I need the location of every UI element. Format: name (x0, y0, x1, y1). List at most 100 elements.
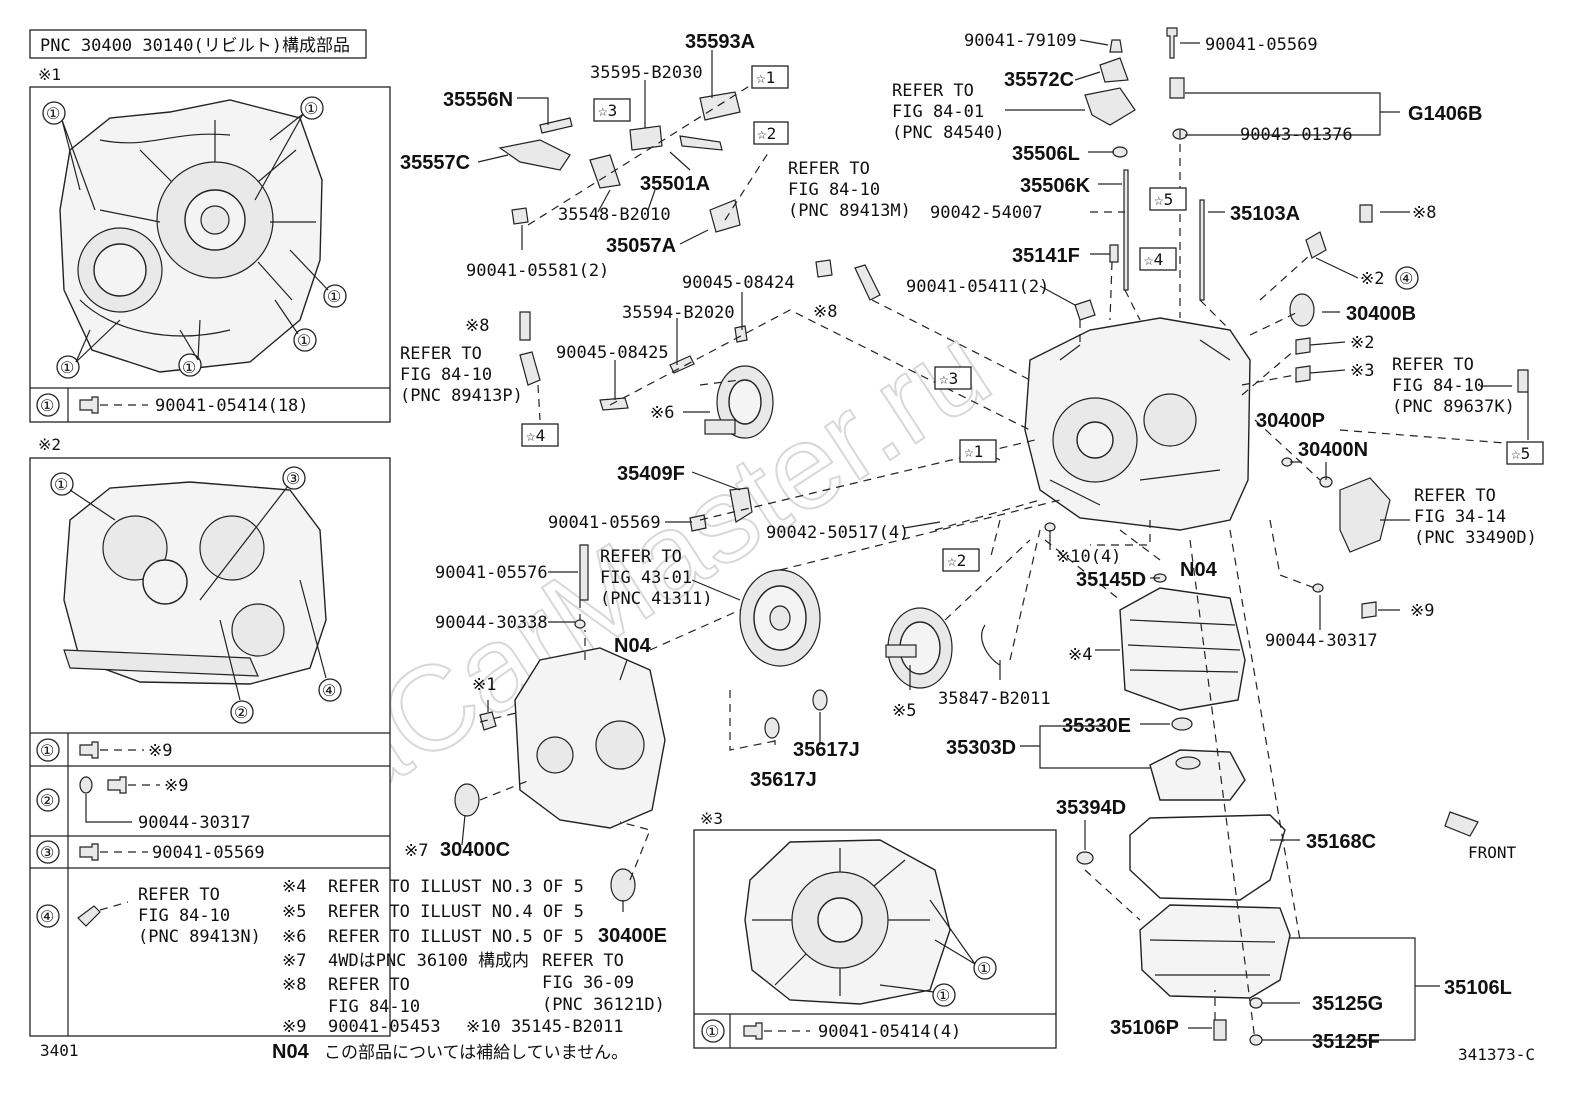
oil-pan (1139, 904, 1291, 999)
svg-text:REFER TO ILLUST NO.5 OF 5: REFER TO ILLUST NO.5 OF 5 (328, 927, 584, 947)
svg-text:④: ④ (40, 907, 54, 926)
bolt (1169, 77, 1185, 99)
svg-text:※10 35145-B2011: ※10 35145-B2011 (466, 1017, 624, 1037)
label-30400E: 30400E (598, 925, 667, 947)
svg-text:※6: ※6 (282, 927, 306, 947)
label-m3-d: ※3 (1350, 361, 1374, 381)
svg-text:FIG 43-01: FIG 43-01 (600, 568, 692, 588)
svg-text:☆4: ☆4 (1144, 250, 1163, 269)
label-90042-54007: 90042-54007 (930, 203, 1043, 223)
svg-text:①: ① (705, 1022, 719, 1041)
svg-text:(PNC 89413N): (PNC 89413N) (138, 927, 261, 947)
star-markers: ☆1 ☆2 ☆3 ☆4 ☆3 ☆1 ☆2 ☆5 ☆4 ☆5 (521, 65, 1544, 572)
label-35141F: 35141F (1012, 245, 1080, 267)
svg-text:REFER TO: REFER TO (1392, 355, 1474, 375)
valve-body (1119, 587, 1246, 711)
oring-35330E (1171, 717, 1193, 731)
label-35501A: 35501A (640, 173, 710, 195)
svg-text:FIG 84-10: FIG 84-10 (328, 997, 420, 1017)
label-35125F: 35125F (1312, 1031, 1380, 1053)
callouts-1: ① ① ① ① ① ① (42, 96, 347, 379)
svg-text:①: ① (297, 331, 311, 350)
label-30400C: 30400C (440, 839, 510, 861)
label-90042-50517: 90042-50517(4) (766, 523, 909, 543)
label-35557C: 35557C (400, 152, 470, 174)
label-35617J-a: 35617J (750, 769, 817, 791)
label-front: FRONT (1468, 843, 1517, 862)
label-35409F: 35409F (617, 463, 685, 485)
svg-text:☆1: ☆1 (756, 68, 775, 87)
label-30400P: 30400P (1256, 410, 1325, 432)
oil-seal-30400C (454, 783, 480, 817)
oring-35617J-a (764, 717, 780, 739)
svg-text:④: ④ (322, 681, 336, 700)
part-labels: 35593A 35595-B2030 35556N 35557C 35501A … (400, 31, 1537, 1053)
label-35125G: 35125G (1312, 993, 1383, 1015)
svg-text:②: ② (40, 791, 54, 810)
pan-gasket (1129, 814, 1286, 901)
svg-text:(PNC 89413M): (PNC 89413M) (788, 201, 911, 221)
svg-text:※9: ※9 (282, 1017, 306, 1037)
svg-text:REFER TO: REFER TO (400, 344, 482, 364)
notes: ※4 REFER TO ILLUST NO.3 OF 5 ※5 REFER TO… (272, 877, 665, 1063)
bolt (1109, 39, 1123, 53)
label-35548-B2010: 35548-B2010 (558, 205, 671, 225)
label-m9: ※9 (1410, 601, 1434, 621)
svg-text:(PNC 89413P): (PNC 89413P) (400, 386, 523, 406)
oil-strainer (1149, 749, 1246, 801)
svg-text:④: ④ (1399, 269, 1413, 288)
svg-text:①: ① (977, 959, 991, 978)
svg-text:①: ① (327, 287, 341, 306)
label-m8-c: ※8 (1412, 203, 1436, 223)
label-35106L: 35106L (1444, 977, 1512, 999)
front-case (514, 647, 666, 829)
label-90044-30338: 90044-30338 (435, 613, 548, 633)
svg-text:☆3: ☆3 (598, 101, 617, 120)
svg-text:REFER TO: REFER TO (542, 951, 624, 971)
label-35330E: 35330E (1062, 715, 1131, 737)
bolt-icon (743, 1022, 763, 1040)
label-m5: ※5 (892, 701, 916, 721)
panel-2: ① ③ ② ④ ① ※9 ② ※9 90044-30317 ③ 90041-05… (29, 457, 391, 1037)
svg-text:FIG 84-10: FIG 84-10 (400, 365, 492, 385)
sensor-icon (77, 905, 101, 927)
svg-text:4WDはPNC 36100 構成内: 4WDはPNC 36100 構成内 (328, 951, 529, 971)
svg-text:①: ① (304, 99, 318, 118)
label-m2-d: ※2 (1350, 333, 1374, 353)
svg-text:☆5: ☆5 (1154, 190, 1173, 209)
label-35168C: 35168C (1306, 831, 1376, 853)
label-N04-a: N04 (614, 635, 652, 657)
svg-text:(PNC 84540): (PNC 84540) (892, 123, 1005, 143)
oil-seal-30400B (1289, 293, 1315, 327)
oring-35617J-b (812, 689, 828, 711)
label-90041-05569-a: 90041-05569 (548, 513, 661, 533)
panel2-row1: ※9 (148, 741, 172, 761)
label-m4: ※4 (1068, 645, 1092, 665)
label-35145D: 35145D (1076, 569, 1146, 591)
svg-text:この部品については補給していません。: この部品については補給していません。 (324, 1043, 628, 1063)
label-35617J-b: 35617J (793, 739, 860, 761)
svg-text:②: ② (234, 703, 248, 722)
svg-text:①: ① (46, 104, 60, 123)
label-90041-05411: 90041-05411(2) (906, 277, 1049, 297)
svg-text:①: ① (936, 986, 950, 1005)
bolt (1166, 27, 1178, 59)
svg-text:FIG 36-09: FIG 36-09 (542, 973, 634, 993)
svg-text:※5: ※5 (282, 902, 306, 922)
label-m10: ※10(4) (1056, 547, 1121, 567)
svg-text:☆2: ☆2 (947, 551, 966, 570)
svg-text:※8: ※8 (282, 975, 306, 995)
label-35595-B2030: 35595-B2030 (590, 63, 703, 83)
label-35593A: 35593A (685, 31, 755, 53)
panel3-legend-code: 90041-05414(4) (818, 1022, 961, 1042)
planetary-gear (704, 365, 774, 439)
front-arrow-icon (1444, 811, 1479, 837)
label-90041-05576: 90041-05576 (435, 563, 548, 583)
label-35103A: 35103A (1230, 203, 1300, 225)
panel2-row3: 90041-05569 (152, 843, 265, 863)
case-illustration-3 (744, 839, 951, 1005)
label-90045-08425: 90045-08425 (556, 343, 669, 363)
label-90041-79109: 90041-79109 (964, 31, 1077, 51)
svg-text:(PNC 33490D): (PNC 33490D) (1414, 528, 1537, 548)
svg-text:※7: ※7 (282, 951, 306, 971)
